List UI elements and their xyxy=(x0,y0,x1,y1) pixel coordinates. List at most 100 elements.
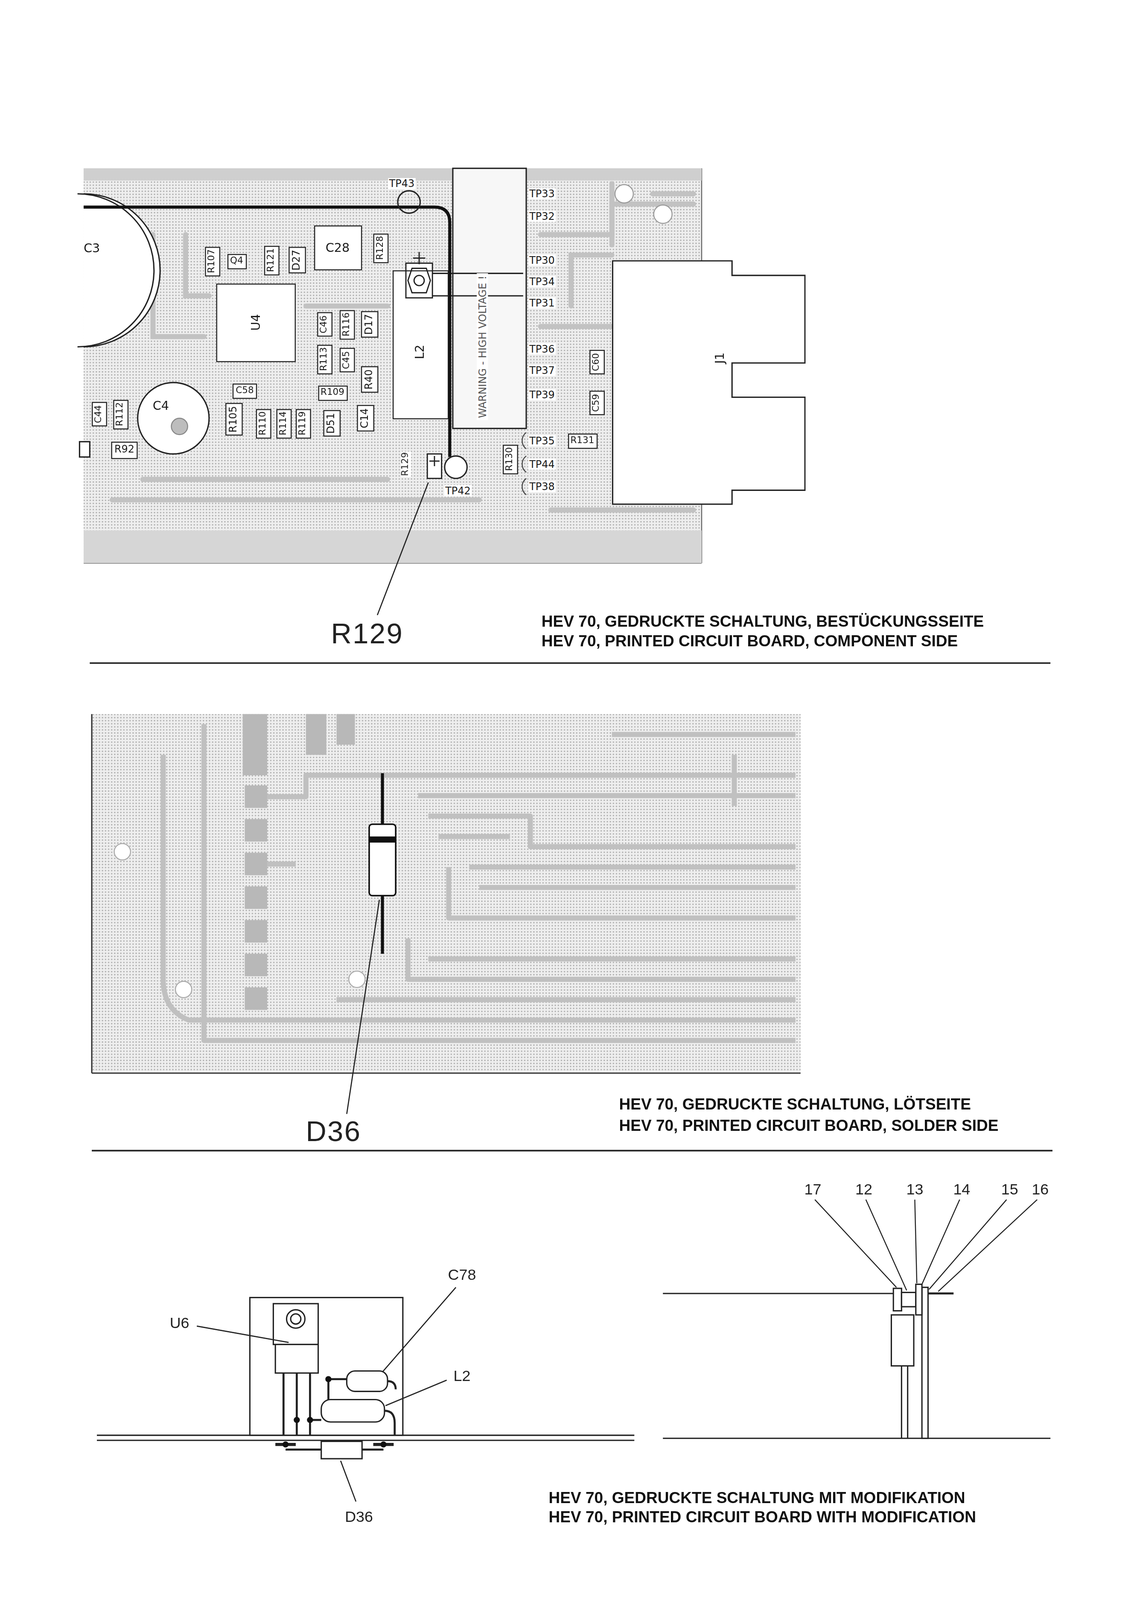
part-designator: R119 xyxy=(297,411,308,436)
part-designator: U4 xyxy=(249,313,263,331)
connector-outline: J1 xyxy=(612,259,806,505)
part-designator: D51 xyxy=(326,412,337,434)
resistor-outline: R128 xyxy=(372,233,388,263)
capacitor-outline: C44 xyxy=(91,401,107,426)
resistor-outline: R112 xyxy=(112,399,129,429)
capacitor-outline: C60 xyxy=(588,349,605,375)
part-designator: R109 xyxy=(320,387,345,398)
diode-outline: D17 xyxy=(360,311,379,338)
part-designator: D17 xyxy=(363,313,375,335)
leader-line xyxy=(814,1199,1038,1292)
test-point-label: TP30 xyxy=(528,254,556,266)
part-designator: R107 xyxy=(207,249,218,274)
test-point-label: TP32 xyxy=(528,210,556,222)
test-point-label: TP42 xyxy=(444,484,472,496)
test-point-label: TP43 xyxy=(387,177,416,190)
test-point-label: TP37 xyxy=(528,364,556,376)
part-designator: R110 xyxy=(258,411,269,436)
modification-side-view xyxy=(662,1283,1051,1438)
capacitor-circle-outline xyxy=(136,381,210,455)
part-designator: R114 xyxy=(278,411,289,436)
part-designator: R121 xyxy=(266,247,277,272)
warning-text: WARNING - HIGH VOLTAGE ! xyxy=(476,273,488,420)
part-designator: D27 xyxy=(291,249,303,271)
leader-line xyxy=(346,899,379,1114)
callout-label: R129 xyxy=(330,618,404,651)
callout-number: 13 xyxy=(906,1180,924,1198)
test-point-label: TP31 xyxy=(528,297,556,309)
capacitor-circle: C4 xyxy=(136,381,210,455)
part-designator: C46 xyxy=(319,315,330,334)
resistor-outline: R130 xyxy=(502,444,518,474)
resistor-outline: R110 xyxy=(255,408,272,438)
part-designator: C3 xyxy=(82,241,102,256)
part-designator: C44 xyxy=(94,405,105,423)
callout-label: C78 xyxy=(448,1266,477,1283)
part-designator: C28 xyxy=(325,241,350,255)
resistor-outline: R40 xyxy=(360,366,379,393)
resistor-outline: R113 xyxy=(316,343,333,374)
solder-dot xyxy=(282,1375,387,1447)
connector-body-outline xyxy=(612,259,806,505)
part-designator: R105 xyxy=(228,405,240,433)
leader-line xyxy=(377,482,429,616)
part-designator: R131 xyxy=(570,435,595,446)
separator-line xyxy=(89,661,1051,664)
callout-label: U6 xyxy=(169,1314,190,1332)
part-designator: Q4 xyxy=(230,256,244,266)
callout-number: 14 xyxy=(953,1180,971,1198)
part-designator: R129 xyxy=(400,451,412,478)
capacitor-outline: C59 xyxy=(588,390,605,415)
resistor-outline: R131 xyxy=(567,432,598,449)
test-point-label: TP33 xyxy=(528,188,556,200)
part-designator: C60 xyxy=(591,352,602,371)
callout-number: 12 xyxy=(855,1180,873,1198)
part-designator: L2 xyxy=(413,343,427,361)
figure-caption: HEV 70, PRINTED CIRCUIT BOARD WITH MODIF… xyxy=(548,1507,977,1526)
part-designator: C59 xyxy=(591,393,602,412)
solder-side-board xyxy=(91,714,801,1073)
resistor-outline: R119 xyxy=(295,408,311,438)
callout-label: D36 xyxy=(305,1116,362,1149)
transistor-outline: Q4 xyxy=(227,253,247,269)
part-designator: R40 xyxy=(363,369,375,390)
resistor-outline: R121 xyxy=(263,245,280,275)
diode-outline: D27 xyxy=(288,246,306,274)
callout-label: D36 xyxy=(344,1508,374,1525)
separator-line xyxy=(91,1149,1053,1152)
resistor-outline: R116 xyxy=(339,309,355,339)
part-designator: J1 xyxy=(714,352,727,364)
resistor-outline: R109 xyxy=(317,384,347,401)
leader-line xyxy=(196,1287,456,1502)
component-side-board xyxy=(77,168,702,563)
test-point-label: TP34 xyxy=(528,275,556,287)
part-designator: C14 xyxy=(359,408,371,429)
figure-caption: HEV 70, PRINTED CIRCUIT BOARD, SOLDER SI… xyxy=(618,1116,999,1134)
figure-caption: HEV 70, GEDRUCKTE SCHALTUNG, LÖTSEITE xyxy=(618,1094,971,1113)
capacitor-outline: C28 xyxy=(313,225,362,271)
resistor-outline: R114 xyxy=(275,408,292,438)
callout-number: 16 xyxy=(1031,1180,1049,1198)
inductor-outline: L2 xyxy=(392,270,449,420)
part-designator: R92 xyxy=(114,444,135,455)
modification-front-view xyxy=(96,1297,635,1459)
capacitor-outline: C45 xyxy=(339,347,355,373)
part-designator: C58 xyxy=(235,385,254,396)
callout-number: 15 xyxy=(1001,1180,1019,1198)
test-point-label: TP35 xyxy=(528,434,556,446)
test-point-label: TP44 xyxy=(528,458,556,470)
part-designator: R128 xyxy=(375,236,386,260)
resistor-outline: R92 xyxy=(110,440,138,459)
figure-caption: HEV 70, PRINTED CIRCUIT BOARD, COMPONENT… xyxy=(541,631,958,650)
ic-outline: U4 xyxy=(216,282,296,362)
test-point-label: TP36 xyxy=(528,343,556,355)
part-designator: R116 xyxy=(341,312,352,337)
callout-label: L2 xyxy=(453,1367,471,1385)
test-point-label: TP39 xyxy=(528,389,556,401)
capacitor-outline: C46 xyxy=(316,311,333,337)
part-designator: C45 xyxy=(341,350,352,369)
figure-caption: HEV 70, GEDRUCKTE SCHALTUNG MIT MODIFIKA… xyxy=(548,1488,966,1506)
figure-caption: HEV 70, GEDRUCKTE SCHALTUNG, BESTÜCKUNGS… xyxy=(541,612,985,630)
